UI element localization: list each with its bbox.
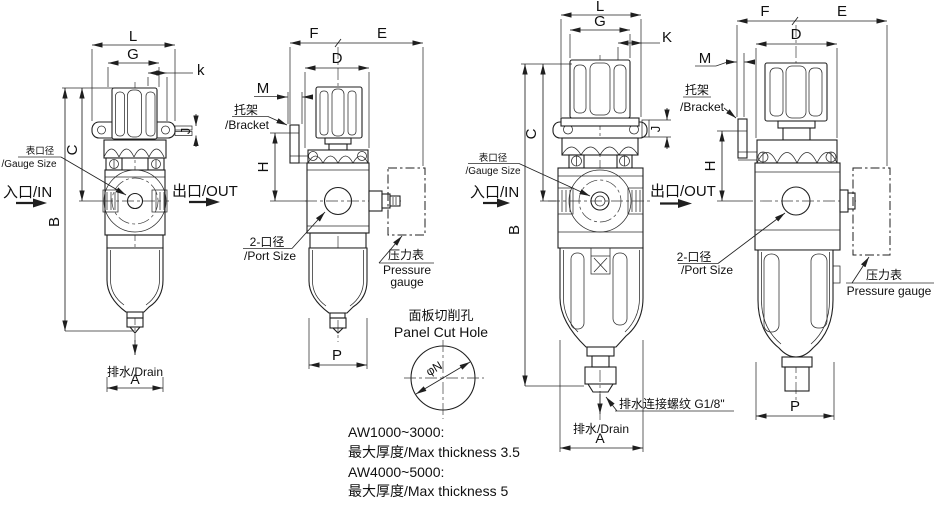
pressure-gauge-en-label-1: Pressure bbox=[383, 263, 431, 277]
dim-label-E: E bbox=[377, 25, 387, 42]
dim-label-L: L bbox=[596, 0, 604, 15]
dim-label-D: D bbox=[332, 50, 343, 67]
annotations-side-small: 托架 /Bracket 2-口径 /Port Size 压力表 Pressure… bbox=[225, 103, 434, 289]
dim-label-G: G bbox=[594, 13, 606, 30]
auto-drain-float bbox=[590, 247, 611, 275]
side-view-small: F E D M H P 托架 /Bracket 2-口径 /Port Size bbox=[225, 25, 434, 369]
dim-label-K: K bbox=[662, 29, 672, 46]
gauge-size-en-label: /Gauge Size bbox=[465, 166, 520, 177]
gauge-size-en-label: /Gauge Size bbox=[1, 159, 56, 170]
adjust-knob bbox=[315, 86, 363, 151]
drain-thread-label: 排水连接螺纹 G1/8" bbox=[619, 396, 725, 411]
regulator-body bbox=[305, 162, 401, 234]
note-line-2: 最大厚度/Max thickness 3.5 bbox=[348, 444, 520, 460]
pressure-gauge-cn-label: 压力表 bbox=[388, 248, 424, 262]
dimensions-front-small: L G k C B J A bbox=[46, 28, 205, 392]
dimensions-side-large: F E D M H P bbox=[695, 3, 888, 420]
bracket-en-label: /Bracket bbox=[225, 118, 270, 132]
lock-collar bbox=[307, 149, 369, 164]
panel-cut-hole-cn-title: 面板切削孔 bbox=[408, 308, 473, 323]
panel-cut-hole-diagram: 面板切削孔 Panel Cut Hole φN bbox=[394, 308, 488, 419]
note-line-3: AW4000~5000: bbox=[348, 464, 444, 480]
dim-label-M: M bbox=[257, 80, 270, 97]
thickness-notes: AW1000~3000: 最大厚度/Max thickness 3.5 AW40… bbox=[348, 424, 520, 499]
dimensions-side-small: F E D M H P bbox=[254, 25, 424, 369]
drain-knob bbox=[584, 366, 617, 385]
dim-label-phiN: φN bbox=[423, 358, 444, 378]
pressure-gauge-outline-box bbox=[387, 167, 426, 236]
pressure-gauge-en-label: Pressure gauge bbox=[847, 284, 932, 298]
bowl-assembly bbox=[106, 234, 164, 334]
bowl-assembly bbox=[308, 232, 368, 334]
port-size-cn-label: 2-口径 bbox=[250, 235, 285, 249]
regulator-body bbox=[101, 169, 169, 236]
dim-label-A: A bbox=[130, 371, 140, 387]
dim-label-P: P bbox=[790, 398, 800, 415]
dim-label-D: D bbox=[791, 26, 802, 43]
lock-collar bbox=[561, 137, 639, 169]
outlet-label: 出口/OUT bbox=[650, 183, 716, 200]
adjust-knob bbox=[764, 62, 828, 141]
pressure-gauge-outline-box bbox=[852, 167, 891, 256]
dim-label-H: H bbox=[702, 161, 719, 172]
panel-cut-hole-en-title: Panel Cut Hole bbox=[394, 324, 488, 340]
outlet-label: 出口/OUT bbox=[172, 183, 238, 200]
dim-label-F: F bbox=[309, 25, 318, 42]
dim-label-A: A bbox=[595, 430, 605, 446]
dim-label-J: J bbox=[648, 126, 663, 133]
dim-label-L: L bbox=[129, 28, 137, 45]
annotations-front-large: 表口径 /Gauge Size 入口/IN 出口/OUT 排水连接螺纹 G1/8… bbox=[465, 152, 734, 436]
dim-label-P: P bbox=[332, 347, 342, 364]
bracket-cn-label: 托架 bbox=[685, 83, 709, 97]
dim-label-J: J bbox=[178, 128, 193, 135]
adjust-knob bbox=[560, 59, 640, 127]
port-size-cn-label: 2-口径 bbox=[677, 250, 712, 264]
drain-knob bbox=[784, 366, 810, 392]
adjust-knob bbox=[111, 87, 158, 140]
gauge-size-cn-label: 表口径 bbox=[479, 152, 508, 164]
front-view-small: L G k C B J A 表口径 /Gauge Size bbox=[1, 28, 238, 392]
dim-label-F: F bbox=[760, 3, 769, 20]
inlet-label: 入口/IN bbox=[470, 184, 519, 201]
regulator-body bbox=[548, 167, 652, 249]
port-size-en-label: /Port Size bbox=[681, 263, 733, 277]
dimensions-front-large: L G K C B J A bbox=[506, 0, 672, 452]
drain-label: 排水/Drain bbox=[573, 422, 629, 436]
dim-label-E: E bbox=[837, 3, 847, 20]
lock-collar bbox=[103, 139, 167, 171]
dim-label-C: C bbox=[64, 144, 81, 155]
note-line-4: 最大厚度/Max thickness 5 bbox=[348, 483, 508, 499]
annotations-side-large: 托架 /Bracket 2-口径 /Port Size 压力表 Pressure… bbox=[677, 83, 934, 298]
note-line-1: AW1000~3000: bbox=[348, 424, 444, 440]
gauge-size-cn-label: 表口径 bbox=[26, 145, 55, 157]
inlet-label: 入口/IN bbox=[3, 184, 52, 201]
regulator-body bbox=[754, 162, 856, 251]
dim-label-G: G bbox=[127, 46, 139, 63]
bracket-cn-label: 托架 bbox=[234, 103, 258, 117]
bowl-assembly bbox=[757, 249, 841, 392]
dim-label-B: B bbox=[46, 217, 63, 227]
drain-label: 排水/Drain bbox=[107, 365, 163, 379]
dim-label-k: k bbox=[197, 62, 205, 79]
dim-label-C: C bbox=[523, 128, 540, 139]
port-size-en-label: /Port Size bbox=[244, 249, 296, 263]
dim-label-B: B bbox=[506, 225, 523, 235]
dim-label-H: H bbox=[255, 162, 272, 173]
side-view-large: F E D M H P 托架 /Bracket 2-口径 /Port Size bbox=[677, 3, 934, 420]
annotations-front-small: 表口径 /Gauge Size 入口/IN 出口/OUT 排水/Drain bbox=[1, 145, 237, 379]
bracket-en-label: /Bracket bbox=[680, 100, 725, 114]
pressure-gauge-en-label-2: gauge bbox=[390, 275, 424, 289]
lock-collar bbox=[756, 139, 838, 164]
dim-label-M: M bbox=[699, 50, 712, 67]
pressure-gauge-cn-label: 压力表 bbox=[866, 268, 902, 282]
bowl-assembly bbox=[559, 247, 644, 393]
front-view-large: L G K C B J A 表口径 /Gauge Size bbox=[465, 0, 734, 452]
